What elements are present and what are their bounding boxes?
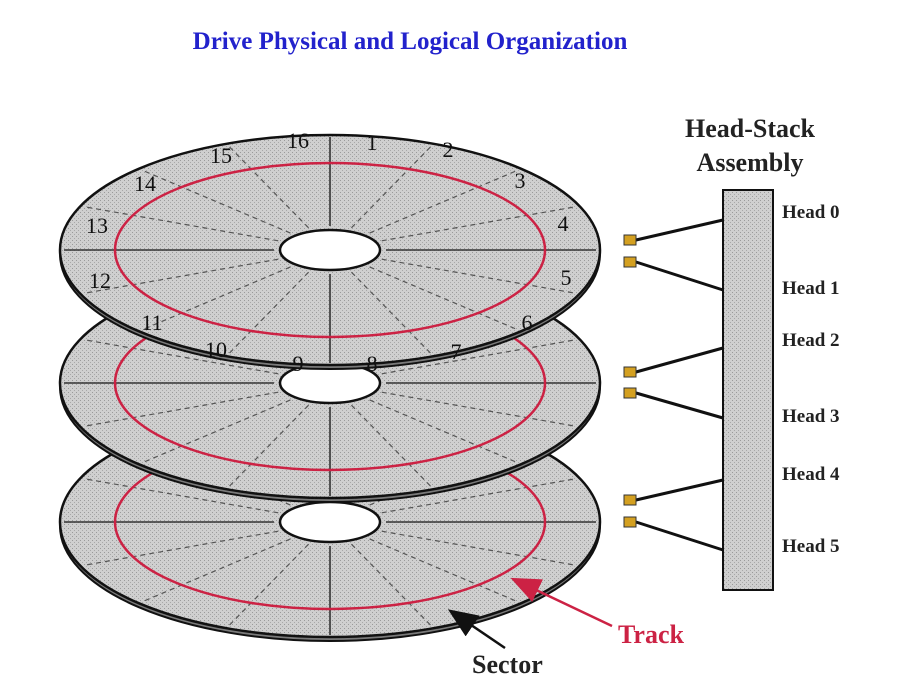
track-arrow <box>510 577 613 628</box>
head-arm-5 <box>635 520 724 552</box>
track-label: Track <box>618 620 684 649</box>
sector-divider <box>227 271 309 355</box>
sector-divider <box>84 478 279 514</box>
head-stack-title-line1: Head-Stack <box>685 114 815 143</box>
sector-divider <box>84 339 279 375</box>
head-arm-0 <box>635 218 724 242</box>
sector-divider <box>381 391 576 427</box>
sector-number-5: 5 <box>561 265 572 290</box>
head-arm-2 <box>635 346 724 374</box>
sector-number-14: 14 <box>134 171 156 196</box>
head-arm-3 <box>635 391 724 420</box>
head-label-4: Head 4 <box>782 464 840 485</box>
sector-divider <box>381 339 576 375</box>
spindle-hole <box>278 500 382 544</box>
read-write-head-1 <box>623 256 637 268</box>
head-stack-title: Head-Stack Assembly <box>660 112 840 180</box>
diagram-title: Drive Physical and Logical Organization <box>192 28 628 55</box>
head-label-1: Head 1 <box>782 278 840 299</box>
sector-label: Sector <box>472 650 543 679</box>
head-arm-4 <box>635 478 724 502</box>
sector-number-11: 11 <box>141 310 162 335</box>
sector-divider <box>381 258 576 294</box>
head-label-2: Head 2 <box>782 330 840 351</box>
sector-number-13: 13 <box>86 213 108 238</box>
read-write-head-4 <box>623 494 637 506</box>
platter-0 <box>58 133 602 370</box>
sector-number-12: 12 <box>89 268 111 293</box>
head-label-3: Head 3 <box>782 406 840 427</box>
sector-number-16: 16 <box>287 128 309 153</box>
sector-number-10: 10 <box>205 337 227 362</box>
sector-number-2: 2 <box>443 137 454 162</box>
sector-number-1: 1 <box>367 130 378 155</box>
sector-number-6: 6 <box>522 310 533 335</box>
sector-divider <box>381 530 576 566</box>
head-label-0: Head 0 <box>782 202 840 223</box>
sector-divider <box>351 145 433 229</box>
sector-number-8: 8 <box>367 351 378 376</box>
spindle-hole <box>278 228 382 272</box>
sector-number-4: 4 <box>558 211 569 236</box>
sector-divider <box>84 530 279 566</box>
sector-divider <box>227 404 309 488</box>
sector-divider <box>84 258 279 294</box>
sector-divider <box>227 543 309 627</box>
sector-divider <box>351 404 433 488</box>
head-arm-1 <box>635 260 724 292</box>
read-write-head-3 <box>623 387 637 399</box>
read-write-head-0 <box>623 234 637 246</box>
read-write-head-2 <box>623 366 637 378</box>
sector-divider <box>351 271 433 355</box>
sector-arrow <box>447 609 506 650</box>
sector-divider <box>381 206 576 242</box>
head-stack-title-line2: Assembly <box>696 148 804 177</box>
sector-number-3: 3 <box>515 168 526 193</box>
head-label-5: Head 5 <box>782 536 840 557</box>
head-stack-body <box>722 189 774 591</box>
sector-divider <box>84 206 279 242</box>
sector-divider <box>351 543 433 627</box>
read-write-head-5 <box>623 516 637 528</box>
sector-number-9: 9 <box>293 351 304 376</box>
sector-divider <box>84 391 279 427</box>
sector-divider <box>227 145 309 229</box>
track-ring <box>113 161 547 339</box>
sector-number-15: 15 <box>210 143 232 168</box>
sector-divider <box>381 478 576 514</box>
sector-number-7: 7 <box>451 339 462 364</box>
